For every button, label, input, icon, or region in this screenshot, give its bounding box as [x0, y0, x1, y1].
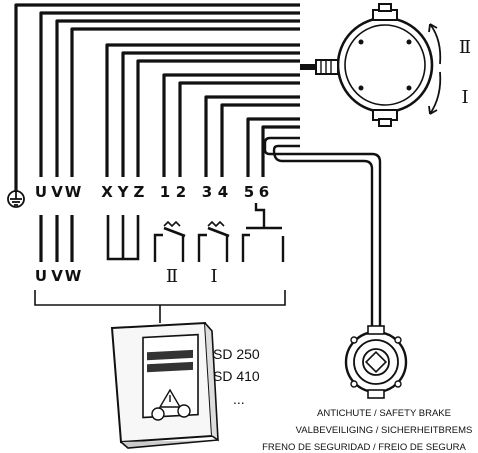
- terminal-3: 3: [202, 183, 212, 201]
- terminal-4: 4: [218, 183, 228, 201]
- conductor-w: [70, 27, 300, 177]
- brake-caption-line-1: ANTICHUTE / SAFETY BRAKE: [317, 408, 451, 419]
- terminal-5: 5: [244, 183, 254, 201]
- motor-terminal-v: V: [51, 267, 63, 285]
- protective-earth-icon: [7, 190, 25, 208]
- conductor-v: [55, 19, 300, 177]
- terminal-6: 6: [259, 183, 269, 201]
- control-button-right: [177, 404, 191, 418]
- conductor-x: [105, 43, 300, 177]
- conductor-5: [246, 117, 300, 177]
- arrow-up-icon: [429, 23, 442, 65]
- cable-gland: [315, 59, 339, 75]
- conductor-3: [204, 95, 300, 177]
- conductor-2: [178, 81, 300, 177]
- direction-label-up: Ⅱ: [459, 37, 471, 58]
- brake-cable: [263, 136, 382, 332]
- control-box-model-1: SD 250: [213, 346, 260, 362]
- control-cable-bracket: [34, 290, 286, 306]
- control-box-model-3: ...: [233, 391, 245, 407]
- conductor-6: [261, 125, 300, 177]
- star-bridge: [106, 215, 140, 261]
- conductor-z: [136, 59, 300, 177]
- conductor-y: [121, 51, 300, 177]
- brake-caption-line-3: FRENO DE SEGURIDAD / FREIO DE SEGURA: [262, 442, 466, 453]
- brake-caption-line-2: VALBEVEILIGING / SICHERHEITBREMS: [296, 425, 473, 436]
- limit-switch-1: [197, 220, 230, 262]
- control-button-left: [151, 407, 165, 421]
- terminal-w: W: [65, 183, 82, 201]
- terminal-z: Z: [134, 183, 145, 201]
- terminal-1: 1: [160, 183, 170, 201]
- rotation-arrows: [428, 23, 442, 115]
- motor-terminal-w: W: [65, 267, 82, 285]
- motor-body: [336, 16, 434, 114]
- terminal-2: 2: [176, 183, 186, 201]
- motor-terminal-labels: U V W: [35, 267, 82, 285]
- terminal-x: X: [101, 183, 113, 201]
- brake-contact: [241, 203, 285, 262]
- hoist-motor: [300, 3, 434, 127]
- limit-switch-2: [153, 220, 186, 262]
- conductor-u: [39, 11, 300, 177]
- control-box-model-2: SD 410: [213, 368, 260, 384]
- conductor-1: [162, 73, 300, 177]
- switch-label-1: Ⅰ: [210, 266, 217, 287]
- terminal-labels: U V W X Y Z 1 2 3 4 5 6: [35, 183, 269, 201]
- switch-label-2: Ⅱ: [166, 266, 178, 287]
- motor-leads: [39, 215, 74, 262]
- terminal-v: V: [51, 183, 63, 201]
- terminal-u: U: [35, 183, 47, 201]
- cable-bundle: [14, 3, 300, 192]
- control-box: [110, 321, 219, 449]
- motor-inner-ring: [344, 24, 426, 106]
- direction-label-down: Ⅰ: [461, 87, 468, 108]
- safety-brake-device: [344, 325, 408, 399]
- terminal-y: Y: [117, 183, 130, 201]
- conductor-4: [220, 103, 300, 177]
- motor-terminal-u: U: [35, 267, 47, 285]
- arrow-down-icon: [429, 71, 442, 115]
- earth-conductor: [14, 3, 300, 192]
